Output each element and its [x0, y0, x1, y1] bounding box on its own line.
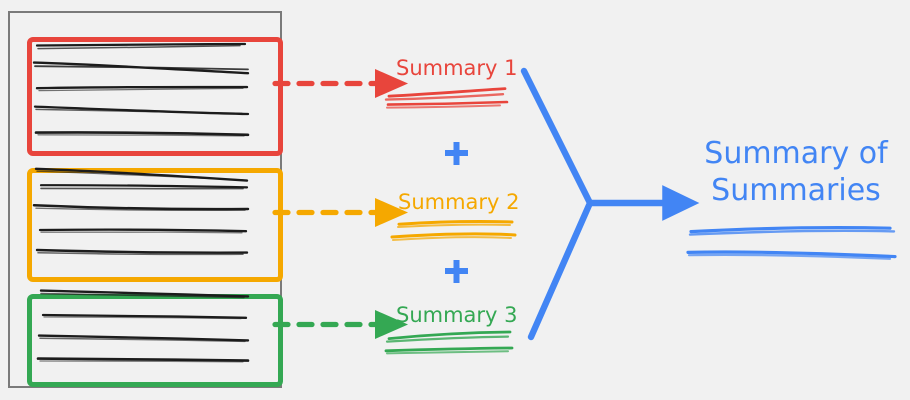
chunk-yellow-text-lines	[32, 167, 250, 256]
plus-operator-1	[445, 142, 468, 165]
source-document-panel	[8, 11, 283, 388]
document-chunk-yellow[interactable]	[27, 168, 283, 282]
chunk-red-text-lines	[32, 42, 250, 137]
summary-1-squiggles	[384, 87, 509, 109]
merge-arrow	[520, 67, 700, 341]
final-output-squiggles	[686, 225, 897, 260]
summary-2-squiggles	[390, 220, 517, 241]
chunk-green-text-lines	[36, 289, 250, 363]
summary-of-summaries-line-1: Summary of	[704, 136, 888, 171]
summary-1-label: Summary 1	[396, 56, 518, 80]
summary-of-summaries-line-2: Summaries	[711, 172, 881, 208]
summary-3-squiggles	[384, 330, 514, 355]
plus-operator-2	[445, 260, 468, 283]
merge-arrow-branch-bottom	[527, 199, 594, 341]
document-chunk-green[interactable]	[27, 294, 283, 387]
summary-3-label: Summary 3	[396, 303, 518, 327]
merge-arrow-branch-top	[520, 67, 594, 207]
summary-2-label: Summary 2	[398, 190, 520, 214]
document-chunk-red[interactable]	[27, 37, 283, 156]
summary-of-summaries-label: Summary of Summaries	[690, 136, 902, 209]
